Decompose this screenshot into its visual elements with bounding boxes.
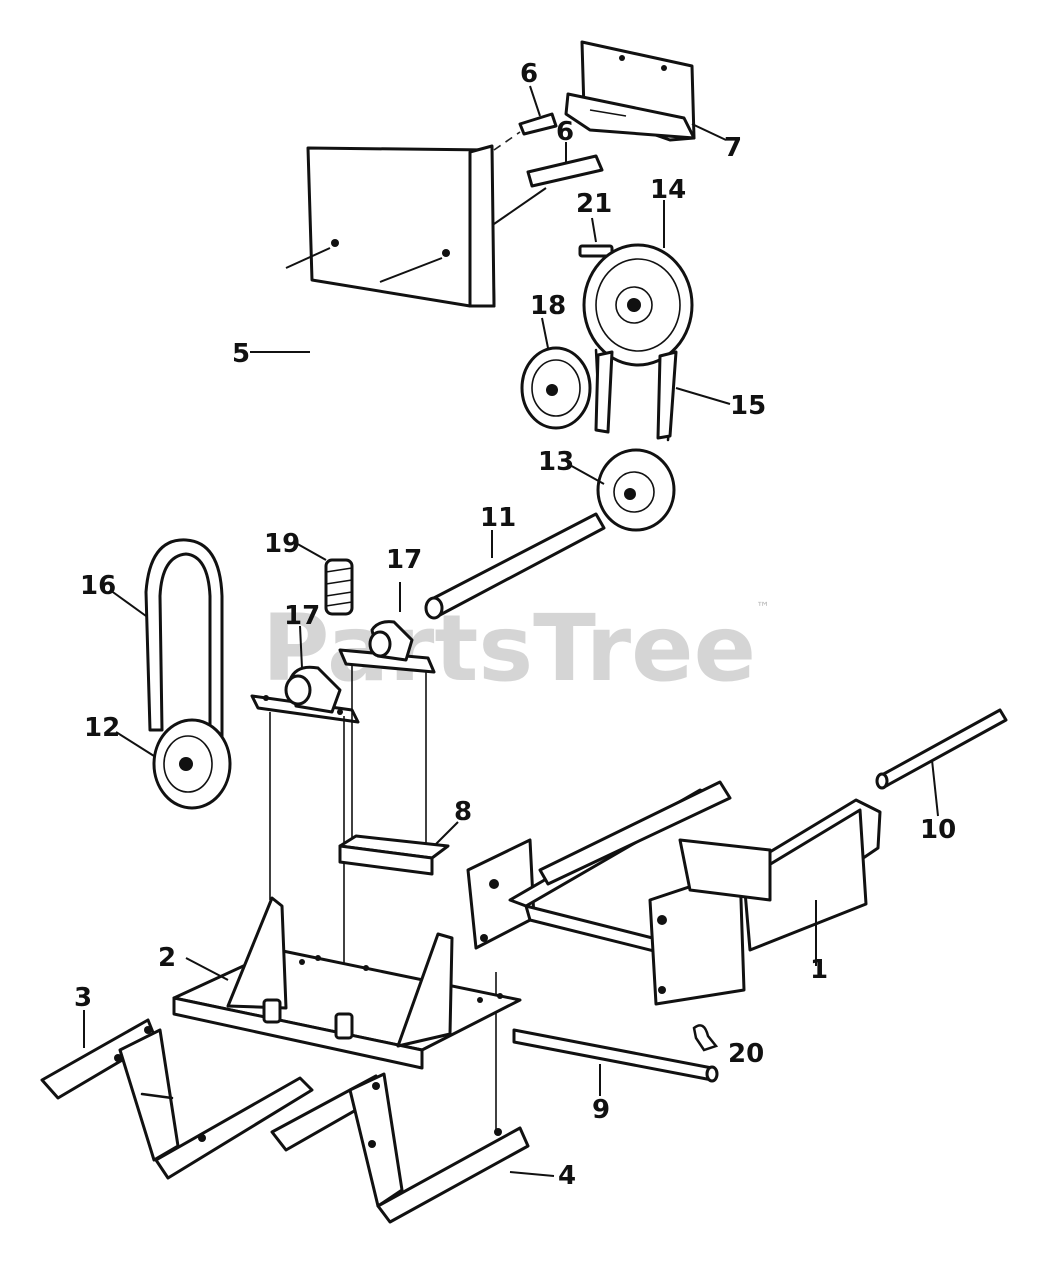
part-7-mounting-bracket (564, 40, 696, 142)
callout-2: 2 (158, 943, 176, 973)
part-8-spacer-block (338, 834, 450, 876)
callout-12: 12 (84, 713, 120, 743)
callout-20: 20 (728, 1039, 764, 1069)
part-13-small-pulley (596, 448, 676, 532)
callout-11: 11 (480, 503, 516, 533)
callout-6-upper: 6 (520, 59, 538, 89)
callout-15: 15 (730, 391, 766, 421)
callout-14: 14 (650, 175, 686, 205)
callout-8: 8 (454, 797, 472, 827)
part-1-frame-assembly (466, 780, 882, 1006)
callout-labels: 1 2 3 4 5 6 6 7 8 9 10 11 12 13 14 15 16… (74, 59, 956, 1191)
callout-17-lower: 17 (284, 601, 320, 631)
part-14-large-pulley (582, 243, 694, 367)
callout-5: 5 (232, 339, 250, 369)
part-16-v-belt (144, 538, 224, 742)
part-5-cover-panel (285, 144, 496, 308)
callout-7: 7 (724, 133, 742, 163)
callout-16: 16 (80, 571, 116, 601)
part-15-belt (594, 348, 678, 442)
callout-19: 19 (264, 529, 300, 559)
callout-10: 10 (920, 815, 956, 845)
part-17-bearing-lower (250, 665, 360, 724)
part-12-pulley (152, 718, 232, 810)
part-3-side-bracket (40, 1018, 314, 1180)
part-17-bearing-upper (338, 620, 436, 674)
part-19-spring (324, 558, 354, 616)
callout-18: 18 (530, 291, 566, 321)
trademark-symbol: ™ (756, 600, 770, 616)
callout-21: 21 (576, 189, 612, 219)
part-20-hair-pin-clip (692, 1024, 719, 1052)
callout-13: 13 (538, 447, 574, 477)
callout-1: 1 (810, 955, 828, 985)
callout-6-lower: 6 (556, 117, 574, 147)
callout-17-upper: 17 (386, 545, 422, 575)
callout-4: 4 (558, 1161, 576, 1191)
callout-9: 9 (592, 1095, 610, 1125)
part-4-rear-bracket (270, 1072, 530, 1224)
part-6-studs (493, 112, 604, 225)
part-9-rod (512, 1028, 719, 1083)
part-11-shaft (424, 512, 606, 620)
callout-leaders (83, 85, 939, 1177)
callout-3: 3 (74, 983, 92, 1013)
part-10-pin (875, 708, 1008, 790)
part-18-idler-pulley (520, 346, 592, 430)
part-2-base-plate (172, 896, 522, 1070)
